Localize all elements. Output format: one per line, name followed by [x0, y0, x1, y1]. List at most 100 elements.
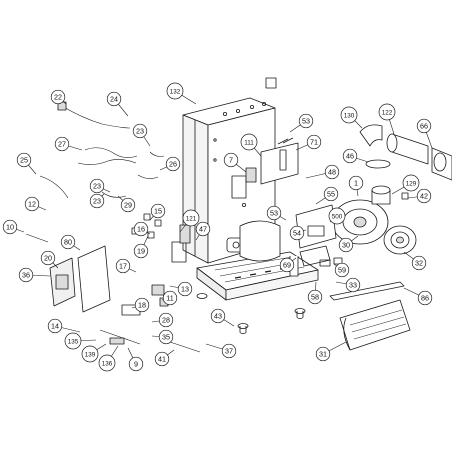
callout-43: 43 [210, 308, 226, 324]
callout-circle [106, 91, 122, 107]
callout-129: 129 [402, 174, 420, 192]
callout-25: 25 [16, 152, 32, 168]
callout-number: 23 [93, 197, 101, 206]
callout-number: 31 [319, 350, 327, 359]
callout-number: 32 [415, 259, 423, 268]
callout-12: 12 [24, 196, 40, 212]
deflector-86 [329, 281, 405, 301]
callout-132: 132 [166, 82, 184, 100]
callout-29: 29 [120, 197, 136, 213]
callout-500: 500 [328, 207, 346, 225]
wiring-harnesses [25, 105, 201, 353]
callout-circle [324, 164, 340, 180]
callout-number: 122 [382, 110, 393, 117]
callout-35: 35 [158, 329, 174, 345]
callout-circle [307, 289, 323, 305]
callout-circle [411, 255, 427, 271]
callout-26: 26 [165, 156, 181, 172]
callout-circle [416, 118, 432, 134]
callout-number: 36 [22, 271, 30, 280]
callout-24: 24 [106, 91, 122, 107]
callout-30: 30 [338, 237, 354, 253]
callout-circle [340, 106, 358, 124]
callout-circle [348, 175, 364, 191]
callout-number: 136 [102, 361, 113, 368]
callout-number: 10 [6, 223, 14, 232]
callout-circle [2, 219, 18, 235]
callout-22: 22 [50, 89, 66, 105]
callout-circle [128, 356, 144, 372]
heat-exchanger [339, 299, 411, 351]
callout-number: 23 [136, 127, 144, 136]
callout-circle [266, 205, 282, 221]
callout-circle [182, 209, 200, 227]
callout-number: 54 [293, 229, 301, 238]
callout-130: 130 [340, 106, 358, 124]
callout-11: 11 [162, 290, 178, 306]
callout-1: 1 [348, 175, 364, 191]
callout-circle [40, 250, 56, 266]
callout-53: 53 [298, 113, 314, 129]
callout-number: 58 [311, 293, 319, 302]
callout-circle [298, 113, 314, 129]
callout-36: 36 [18, 267, 34, 283]
callout-7: 7 [223, 152, 239, 168]
callout-number: 23 [93, 182, 101, 191]
callout-circle [417, 290, 433, 306]
flue-pipe [359, 124, 452, 181]
callout-circle [323, 186, 339, 202]
callout-number: 43 [214, 312, 222, 321]
callout-10: 10 [2, 219, 18, 235]
control-panel-group [231, 137, 299, 199]
callout-86: 86 [417, 290, 433, 306]
callout-number: 13 [181, 285, 189, 294]
callout-number: 80 [64, 238, 72, 247]
callout-19: 19 [133, 243, 149, 259]
callout-number: 135 [68, 339, 79, 346]
callout-circle [98, 354, 116, 372]
callout-circle [54, 136, 70, 152]
callout-circle [279, 257, 295, 273]
callout-circle [133, 221, 149, 237]
electronics-bracket [49, 245, 111, 313]
callout-55: 55 [323, 186, 339, 202]
callout-circle [165, 156, 181, 172]
callout-32: 32 [411, 255, 427, 271]
callout-number: 25 [20, 156, 28, 165]
callout-number: 111 [244, 140, 254, 147]
callout-circle [50, 89, 66, 105]
part-drawings [25, 77, 452, 353]
callout-circle [162, 290, 178, 306]
callout-111: 111 [240, 133, 258, 151]
callout-number: 500 [332, 214, 343, 221]
callout-20: 20 [40, 250, 56, 266]
callout-circle [89, 193, 105, 209]
callout-circle [416, 188, 432, 204]
callout-33: 33 [345, 277, 361, 293]
callout-circle [315, 346, 331, 362]
callout-47: 47 [195, 221, 211, 237]
callout-circle [223, 152, 239, 168]
callout-circle [221, 343, 237, 359]
callout-42: 42 [416, 188, 432, 204]
callout-circle [378, 103, 396, 121]
gasket-46 [365, 159, 391, 169]
callout-number: 53 [302, 117, 310, 126]
callout-number: 121 [186, 216, 197, 223]
callout-31: 31 [315, 346, 331, 362]
callout-80: 80 [60, 234, 76, 250]
callout-number: 1 [354, 179, 358, 188]
callout-circle [24, 196, 40, 212]
callout-circle [89, 178, 105, 194]
callout-48: 48 [324, 164, 340, 180]
callout-circle [150, 203, 166, 219]
feet [196, 293, 306, 334]
callout-53: 53 [266, 205, 282, 221]
callout-27: 27 [54, 136, 70, 152]
callout-number: 29 [124, 201, 132, 210]
callout-41: 41 [154, 351, 170, 367]
callout-number: 139 [85, 352, 96, 359]
callout-17: 17 [115, 258, 131, 274]
